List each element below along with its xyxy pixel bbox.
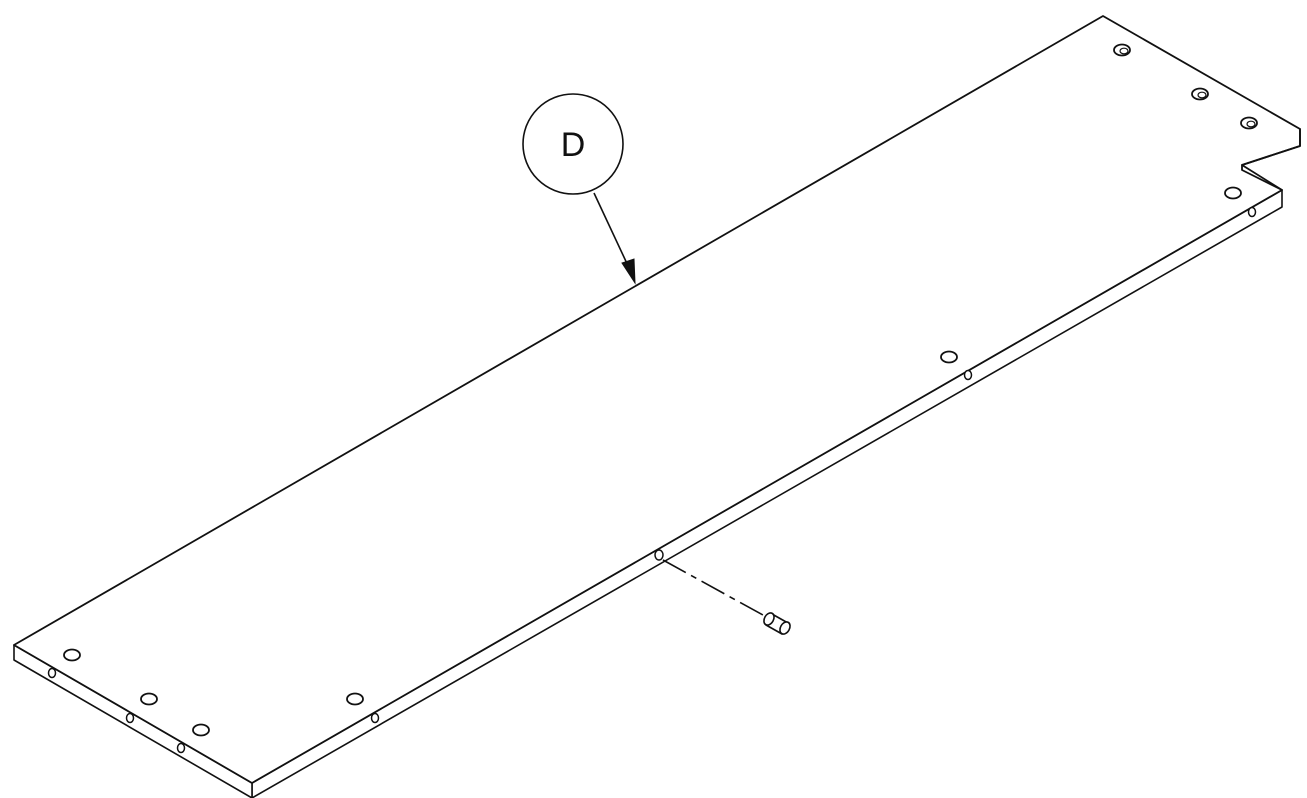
top-hole xyxy=(1113,43,1131,57)
top-hole xyxy=(1191,87,1209,101)
side-holes xyxy=(47,206,1257,754)
top-hole xyxy=(63,648,81,662)
dowel-pin xyxy=(763,612,791,635)
top-hole xyxy=(140,692,158,706)
side-hole xyxy=(963,369,973,381)
side-hole xyxy=(176,742,186,754)
callout-label: D xyxy=(561,126,586,164)
top-hole xyxy=(192,723,210,737)
pin-center-line xyxy=(662,559,773,621)
side-hole xyxy=(654,549,664,561)
top-hole xyxy=(346,692,364,706)
top-hole xyxy=(940,350,958,364)
plate-top-face xyxy=(13,15,1301,784)
top-holes xyxy=(63,43,1258,737)
top-hole xyxy=(1240,116,1258,130)
side-hole xyxy=(125,712,135,724)
callout-balloon xyxy=(522,93,624,195)
side-hole xyxy=(1247,206,1257,218)
top-hole xyxy=(1224,186,1242,200)
notch-edge xyxy=(1241,128,1301,191)
callout-leader-line xyxy=(593,192,631,271)
callout-arrowhead xyxy=(621,258,636,285)
side-hole xyxy=(370,712,380,724)
side-hole xyxy=(47,667,57,679)
